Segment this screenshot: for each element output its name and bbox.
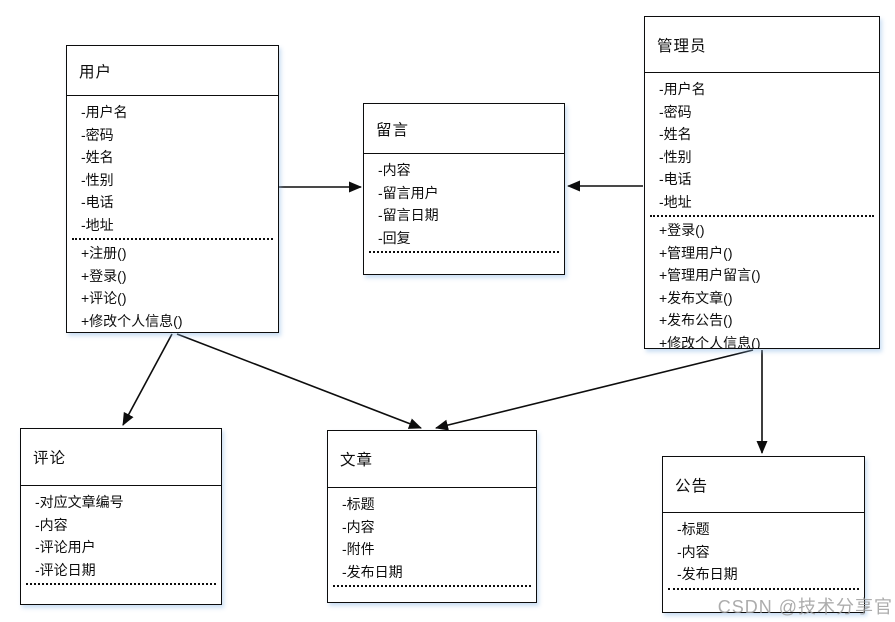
class-title-article: 文章 bbox=[328, 431, 536, 488]
attribute-row: -附件 bbox=[342, 541, 375, 557]
attribute-row: -电话 bbox=[81, 194, 114, 210]
attribute-row: -评论用户 bbox=[35, 539, 96, 555]
class-title-announcement: 公告 bbox=[663, 457, 864, 513]
arrow-user-to-article bbox=[176, 333, 422, 429]
attributes-list: -标题 -内容 -附件 -发布日期 bbox=[328, 488, 536, 583]
attribute-row: -密码 bbox=[659, 103, 692, 120]
method-row: +发布公告() bbox=[659, 312, 733, 328]
methods-list: +注册() +登录() +评论() +修改个人信息() bbox=[67, 240, 278, 332]
methods-divider bbox=[668, 587, 859, 590]
class-box-admin: 管理员 -用户名 -密码 -姓名 -性别 -电话 -地址 +登录() +管理用户() +管理用… bbox=[644, 16, 880, 349]
attribute-row: -密码 bbox=[81, 126, 114, 143]
methods-divider bbox=[26, 583, 216, 585]
attributes-list: -对应文章编号 -内容 -评论用户 -评论日期 bbox=[21, 486, 221, 581]
attribute-row: -留言日期 bbox=[378, 207, 439, 223]
attribute-row: -回复 bbox=[378, 229, 411, 246]
method-row: +登录() bbox=[659, 222, 705, 238]
arrow-admin-to-article bbox=[435, 349, 754, 431]
methods-list bbox=[21, 585, 221, 587]
attribute-row: -内容 bbox=[35, 516, 68, 533]
attribute-row: -内容 bbox=[378, 162, 411, 178]
method-row: +修改个人信息() bbox=[81, 312, 183, 329]
attribute-row: -内容 bbox=[342, 518, 375, 535]
csdn-watermark: CSDN @技术分享官 bbox=[717, 597, 893, 617]
attribute-row: -性别 bbox=[81, 171, 114, 188]
method-row: +管理用户() bbox=[659, 244, 733, 261]
class-box-message: 留言 -内容 -留言用户 -留言日期 -回复 bbox=[363, 103, 565, 275]
attribute-row: -发布日期 bbox=[342, 563, 403, 580]
class-box-article: 文章 -标题 -内容 -附件 -发布日期 bbox=[327, 430, 537, 603]
attribute-row: -标题 bbox=[342, 496, 375, 512]
method-row: +注册() bbox=[81, 245, 127, 261]
attribute-row: -发布日期 bbox=[677, 566, 738, 582]
class-title-message: 留言 bbox=[364, 104, 564, 154]
class-box-comment: 评论 -对应文章编号 -内容 -评论用户 -评论日期 bbox=[20, 428, 222, 605]
attribute-row: -内容 bbox=[677, 543, 710, 560]
methods-list bbox=[663, 590, 864, 592]
class-title-admin: 管理员 bbox=[645, 17, 879, 73]
attribute-row: -对应文章编号 bbox=[35, 494, 124, 510]
methods-list bbox=[364, 253, 564, 255]
attribute-row: -电话 bbox=[659, 171, 692, 187]
attributes-list: -用户名 -密码 -姓名 -性别 -电话 -地址 bbox=[645, 73, 879, 213]
methods-divider bbox=[369, 251, 559, 253]
class-box-announcement: 公告 -标题 -内容 -发布日期 bbox=[662, 456, 865, 613]
attribute-row: -地址 bbox=[81, 216, 114, 233]
attribute-row: -姓名 bbox=[659, 126, 692, 142]
attribute-row: -用户名 bbox=[659, 81, 706, 97]
methods-list: +登录() +管理用户() +管理用户留言() +发布文章() +发布公告() +修改个人… bbox=[645, 217, 879, 349]
methods-divider bbox=[333, 585, 531, 587]
attribute-row: -性别 bbox=[659, 148, 692, 165]
method-row: +评论() bbox=[81, 290, 127, 306]
attribute-row: -留言用户 bbox=[378, 184, 439, 201]
attribute-row: -评论日期 bbox=[35, 561, 96, 578]
class-title-comment: 评论 bbox=[21, 429, 221, 486]
method-row: +发布文章() bbox=[659, 289, 733, 306]
class-title-user: 用户 bbox=[67, 46, 278, 96]
arrow-user-to-comment bbox=[122, 333, 173, 426]
method-row: +管理用户留言() bbox=[659, 267, 761, 283]
attributes-list: -用户名 -密码 -姓名 -性别 -电话 -地址 bbox=[67, 96, 278, 236]
class-box-user: 用户 -用户名 -密码 -姓名 -性别 -电话 -地址 +注册() +登录() +评论() +修… bbox=[66, 45, 279, 333]
method-row: +修改个人信息() bbox=[659, 334, 761, 349]
method-row: +登录() bbox=[81, 267, 127, 284]
attribute-row: -姓名 bbox=[81, 149, 114, 165]
methods-divider bbox=[72, 238, 273, 240]
attribute-row: -用户名 bbox=[81, 104, 128, 120]
methods-list bbox=[328, 587, 536, 589]
attribute-row: -地址 bbox=[659, 193, 692, 210]
methods-divider bbox=[650, 215, 874, 217]
attributes-list: -内容 -留言用户 -留言日期 -回复 bbox=[364, 154, 564, 249]
attribute-row: -标题 bbox=[677, 521, 710, 537]
attributes-list: -标题 -内容 -发布日期 bbox=[663, 513, 864, 586]
